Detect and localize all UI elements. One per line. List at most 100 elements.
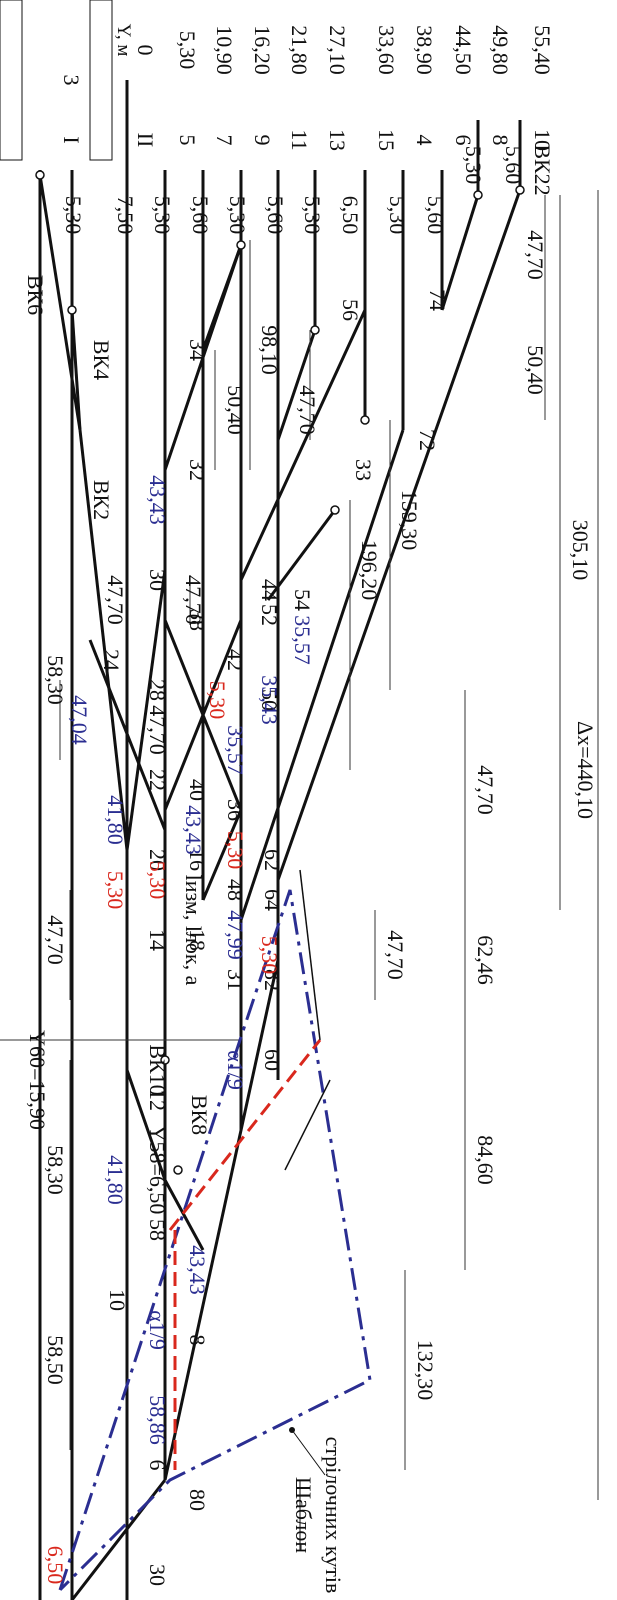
dim-label-47-70-h: 47,70 — [383, 930, 408, 980]
node-44: 44 — [257, 579, 282, 601]
formula-y58: Y58=6,50 — [145, 1126, 170, 1215]
node-52: 52 — [257, 604, 282, 626]
dim-label-58-30-a: 58,30 — [43, 1145, 68, 1195]
dim-label-47-70-b: 47,70 — [103, 575, 128, 625]
node-82: 82 — [260, 969, 285, 991]
ladder-30-22 — [125, 569, 167, 851]
blue-label-47-99: 47,99 — [223, 910, 248, 960]
node-48: 48 — [223, 879, 248, 901]
right-column-values: 0 5,30 10,90 16,20 21,80 27,10 33,60 38,… — [133, 25, 555, 151]
label-vk8: ВК8 — [187, 1095, 212, 1135]
header-block: 3 I Y, м — [0, 0, 134, 161]
label-vk2: ВК2 — [89, 480, 114, 520]
ladder-64-72 — [239, 429, 405, 921]
switch-point-vk6 — [35, 170, 45, 180]
ladder-32b — [276, 329, 317, 441]
dim-label-50-40-b: 50,40 — [523, 345, 548, 395]
alpha-low-label: α1/9 — [145, 1310, 170, 1350]
blue-label-35-43: 35,43 — [257, 675, 282, 725]
node-54: 54 — [290, 589, 315, 611]
crossover-vk6 — [38, 174, 82, 431]
formula-y60: Y60=15,90 — [25, 1030, 50, 1130]
node-74: 74 — [425, 289, 450, 311]
dim-label-47-70-d: 47,70 — [181, 575, 206, 625]
dim-label-47-70-e: 47,70 — [295, 385, 320, 435]
y-value-3: 16,20 — [250, 25, 275, 75]
ladder-34 — [201, 244, 243, 351]
track-label-15: 15 — [374, 129, 399, 151]
node-20: 20 — [145, 849, 170, 871]
ladder-80-82 — [163, 959, 280, 1481]
track-label-i: I — [59, 136, 84, 143]
legend-dot — [289, 1427, 295, 1433]
y-value-1: 5,30 — [175, 31, 200, 70]
crossover-vk4 — [70, 309, 82, 431]
dim-label-47-70-c: 47,70 — [145, 705, 170, 755]
dim-label-159-30: 159,30 — [397, 490, 422, 551]
switch-point-vk22 — [515, 185, 525, 195]
dim-label-62-46: 62,46 — [473, 935, 498, 985]
red-label-5-30-c: 5,30 — [205, 681, 230, 720]
ladder-48 — [201, 809, 243, 901]
spacing-i-ii: 7,50 — [113, 196, 138, 235]
template-tick-mid — [284, 1079, 331, 1171]
node-33: 33 — [351, 459, 376, 481]
crossovers — [38, 174, 522, 1600]
node-42: 42 — [223, 649, 248, 671]
track-3-frame — [0, 0, 23, 161]
node-58: 58 — [145, 1219, 170, 1241]
left-node-30: 30 — [145, 1564, 170, 1586]
legend-title: Шаблон — [291, 1477, 316, 1554]
node-36: 36 — [223, 799, 248, 821]
dim-label-196-20: 196,20 — [357, 540, 382, 601]
node-8: 8 — [185, 1335, 210, 1346]
label-vk6: ВК6 — [23, 275, 48, 315]
node-12: 12 — [145, 1089, 170, 1111]
node-22: 22 — [145, 769, 170, 791]
switch-point-56 — [310, 325, 320, 335]
track-label-11: 11 — [287, 129, 312, 150]
red-label-5-30-e: 5,30 — [257, 936, 282, 975]
y-value-8: 44,50 — [451, 25, 476, 75]
switch-label-group: ВК6 ВК4 ВК2 ВК10 ВК8 ВК22 — [23, 144, 555, 1135]
switch-point-33 — [360, 415, 370, 425]
node-60: 60 — [260, 1049, 285, 1071]
blue-dim-labels: 41,80 41,80 47,04 43,43 43,43 35,57 47,9… — [67, 475, 315, 1445]
node-31: 31 — [223, 969, 248, 991]
switch-point-8 — [473, 190, 483, 200]
node-64: 64 — [260, 889, 285, 911]
spacing-15-4: 5,30 — [385, 196, 410, 235]
blue-label-58-86: 58,86 — [145, 1395, 170, 1445]
node-72: 72 — [415, 429, 440, 451]
node-14: 14 — [145, 929, 170, 951]
ladder-74 — [440, 194, 480, 311]
blue-label-43-43-c: 43,43 — [185, 1245, 210, 1295]
track-label-7: 7 — [212, 135, 237, 146]
dimension-lines — [0, 190, 599, 1500]
ladder-42-36 — [163, 619, 243, 811]
ladder-54-33 — [266, 509, 337, 601]
black-dim-labels: 58,50 58,30 47,70 58,30 47,70 47,70 47,7… — [43, 230, 598, 1400]
label-vk10: ВК10 — [145, 1044, 170, 1095]
track-label-13: 13 — [325, 129, 350, 151]
ladder-24-28 — [88, 639, 167, 831]
dim-label-50-40-a: 50,40 — [223, 385, 248, 435]
legend-subtitle: стрілочних кутів — [321, 1437, 346, 1594]
y-axis-label: Y, м — [113, 24, 134, 57]
switch-points — [35, 170, 525, 1175]
node-32: 32 — [185, 459, 210, 481]
node-34: 34 — [185, 339, 210, 361]
label-vk4: ВК4 — [89, 340, 114, 380]
dim-label-47-70-f: 47,70 — [523, 230, 548, 280]
crossover-vk2 — [78, 429, 129, 851]
node-16: 16 — [185, 849, 210, 871]
spacing-5-7: 5,60 — [188, 196, 213, 235]
switch-point-vk10 — [160, 1055, 170, 1065]
label-vk22: ВК22 — [530, 144, 555, 195]
legend: Шаблон стрілочних кутів — [291, 1437, 346, 1594]
switch-point-vk8 — [173, 1165, 183, 1175]
node-38: 38 — [185, 609, 210, 631]
ladder-vk8 — [163, 1179, 205, 1251]
node-10: 10 — [105, 1289, 130, 1311]
dim-label-84-60: 84,60 — [473, 1135, 498, 1185]
